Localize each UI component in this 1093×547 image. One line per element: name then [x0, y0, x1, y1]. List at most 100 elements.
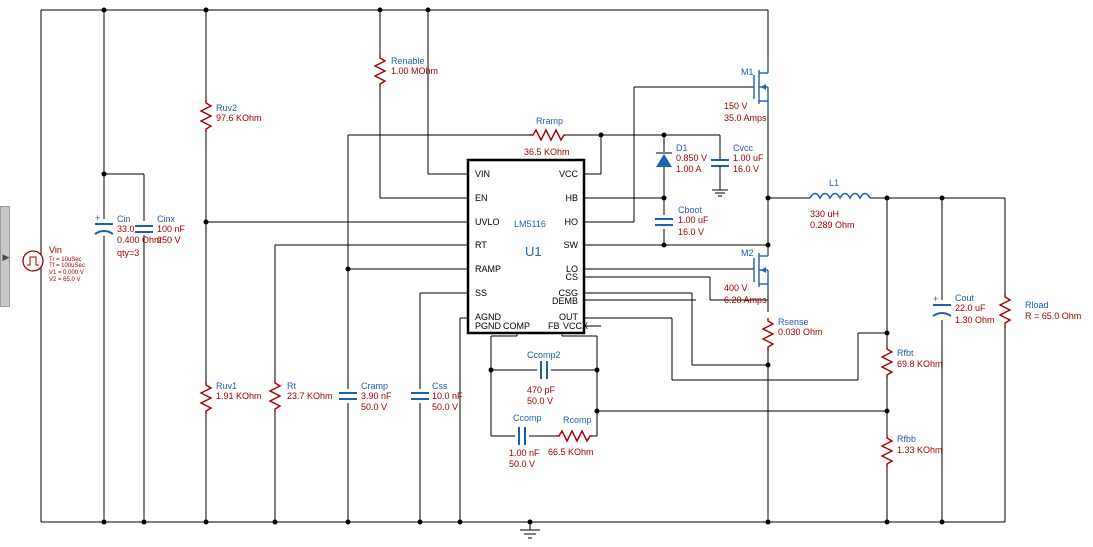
- rsense-label: Rsense: [778, 317, 809, 327]
- vin-label: Vin: [49, 245, 62, 255]
- rload-resistor[interactable]: Rload R = 65.0 Ohm: [998, 294, 1081, 328]
- play-arrow-icon: ▶: [2, 252, 10, 262]
- l1-inductor[interactable]: L1 330 uH 0.289 Ohm: [809, 178, 871, 230]
- m1-label: M1: [741, 67, 754, 77]
- pin-ho: HO: [565, 217, 579, 227]
- cboot-label: Cboot: [678, 205, 703, 215]
- renable-label: Renable: [391, 56, 425, 66]
- rfbb-label: Rfbb: [897, 434, 916, 444]
- cin-value: 33.0 uF: [117, 224, 148, 234]
- css-label: Css: [432, 381, 448, 391]
- rramp-label: Rramp: [536, 116, 563, 126]
- cinx-capacitor[interactable]: Cinx 100 nF 250 V: [134, 214, 186, 245]
- pin-sw: SW: [564, 240, 579, 250]
- cout-capacitor[interactable]: + Cout 22.0 uF 1.30 Ohm: [932, 293, 995, 325]
- side-panel-toggle[interactable]: ▶: [0, 206, 10, 307]
- pin-uvlo: UVLO: [475, 217, 500, 227]
- rcomp-label: Rcomp: [563, 415, 592, 425]
- d1-current: 1.00 A: [676, 164, 702, 174]
- pin-csg: CSG: [558, 288, 578, 298]
- m2-current: 6.20 Amps: [724, 295, 767, 305]
- rt-label: Rt: [287, 381, 296, 391]
- pin-pgnd: PGND: [475, 321, 502, 331]
- rfbb-value: 1.33 KOhm: [897, 445, 943, 455]
- cramp-capacitor[interactable]: Cramp 3.90 nF 50.0 V: [338, 381, 392, 412]
- renable-value: 1.00 MOhm: [391, 66, 438, 76]
- cramp-value: 3.90 nF: [361, 391, 392, 401]
- pin-en: EN: [475, 193, 488, 203]
- l1-dcr: 0.289 Ohm: [810, 220, 855, 230]
- ruv1-resistor[interactable]: Ruv1 1.91 KOhm: [199, 381, 262, 414]
- m2-mosfet[interactable]: M2 400 V 6.20 Amps: [724, 248, 769, 305]
- pin-comp: COMP: [503, 321, 530, 331]
- vin-param: Tr = 10uSec: [49, 257, 82, 263]
- pulse-source-icon: [22, 250, 44, 272]
- cramp-label: Cramp: [361, 381, 388, 391]
- vin-param: V2 = 65.0 V: [49, 277, 81, 283]
- arrow-icon: [761, 84, 766, 90]
- vin-source[interactable]: Vin Tr = 10uSec Tf = 100uSec V1 = 0.000 …: [22, 245, 85, 283]
- cvcc-label: Cvcc: [733, 143, 753, 153]
- pin-fb: FB: [548, 321, 560, 331]
- ruv2-label: Ruv2: [216, 103, 237, 113]
- u1-controller-ic[interactable]: LM5116 U1 VIN EN UVLO RT RAMP SS AGND PG…: [466, 158, 588, 335]
- css-capacitor[interactable]: Css 10.0 nF 50.0 V: [410, 381, 463, 412]
- ruv1-value: 1.91 KOhm: [216, 391, 262, 401]
- ccomp-value: 1.00 nF: [509, 448, 540, 458]
- rfbt-resistor[interactable]: Rfbt 69.8 KOhm: [880, 346, 943, 378]
- cvcc-capacitor[interactable]: Cvcc 1.00 uF 16.0 V: [710, 143, 764, 180]
- m2-label: M2: [741, 248, 754, 258]
- cout-esr: 1.30 Ohm: [955, 315, 995, 325]
- vin-param: V1 = 0.000 V: [49, 270, 84, 276]
- rramp-value: 36.5 KOhm: [524, 147, 570, 157]
- d1-diode[interactable]: D1 0.850 V 1.00 A: [656, 135, 707, 198]
- cout-value: 22.0 uF: [955, 303, 986, 313]
- ruv1-label: Ruv1: [216, 381, 237, 391]
- renable-resistor[interactable]: Renable 1.00 MOhm: [373, 55, 438, 87]
- rt-value: 23.7 KOhm: [287, 391, 333, 401]
- cboot-voltage: 16.0 V: [678, 227, 704, 237]
- svg-text:+: +: [95, 213, 100, 223]
- cvcc-value: 1.00 uF: [733, 153, 764, 163]
- ccomp-voltage: 50.0 V: [509, 459, 535, 469]
- cboot-capacitor[interactable]: Cboot 1.00 uF 16.0 V: [654, 205, 709, 237]
- rsense-resistor[interactable]: Rsense 0.030 Ohm: [761, 317, 823, 350]
- ccomp-label: Ccomp: [513, 413, 542, 423]
- ruv2-resistor[interactable]: Ruv2 97.6 KOhm: [199, 100, 262, 132]
- rramp-resistor[interactable]: Rramp 36.5 KOhm: [524, 116, 570, 157]
- rload-value: R = 65.0 Ohm: [1025, 311, 1081, 321]
- cvcc-voltage: 16.0 V: [733, 164, 759, 174]
- m2-voltage: 400 V: [724, 283, 748, 293]
- cin-capacitor[interactable]: + Cin 33.0 uF 0.400 Ohm qty=3: [94, 213, 162, 258]
- css-voltage: 50.0 V: [432, 402, 458, 412]
- ccomp-capacitor[interactable]: Ccomp 1.00 nF 50.0 V: [509, 413, 542, 469]
- cin-qty: qty=3: [117, 248, 139, 258]
- l1-value: 330 uH: [810, 209, 839, 219]
- vin-param: Tf = 100uSec: [49, 263, 85, 269]
- cout-label: Cout: [955, 293, 975, 303]
- pin-agnd: AGND: [475, 312, 502, 322]
- ruv2-value: 97.6 KOhm: [216, 113, 262, 123]
- ccomp2-voltage: 50.0 V: [527, 396, 553, 406]
- rload-label: Rload: [1025, 300, 1049, 310]
- diode-icon: [656, 154, 672, 167]
- pin-lo: LO: [566, 264, 578, 274]
- rcomp-resistor[interactable]: Rcomp 66.5 KOhm: [548, 415, 594, 457]
- cinx-value: 100 nF: [157, 224, 186, 234]
- d1-label: D1: [676, 143, 688, 153]
- ground-icon: [712, 189, 728, 197]
- cin-label: Cin: [117, 214, 131, 224]
- pin-hb: HB: [565, 193, 578, 203]
- ccomp2-capacitor[interactable]: Ccomp2 470 pF 50.0 V: [527, 350, 561, 406]
- junction-dots: [101, 7, 945, 525]
- rcomp-value: 66.5 KOhm: [548, 447, 594, 457]
- rt-resistor[interactable]: Rt 23.7 KOhm: [268, 380, 333, 412]
- svg-text:+: +: [933, 294, 938, 304]
- m1-mosfet[interactable]: M1 150 V 35.0 Amps: [724, 60, 769, 123]
- cin-esr: 0.400 Ohm: [117, 235, 162, 245]
- rfbb-resistor[interactable]: Rfbb 1.33 KOhm: [880, 434, 943, 467]
- rfbt-label: Rfbt: [897, 348, 914, 358]
- pin-cs: CS: [565, 272, 578, 282]
- rfbt-value: 69.8 KOhm: [897, 359, 943, 369]
- m1-voltage: 150 V: [724, 101, 748, 111]
